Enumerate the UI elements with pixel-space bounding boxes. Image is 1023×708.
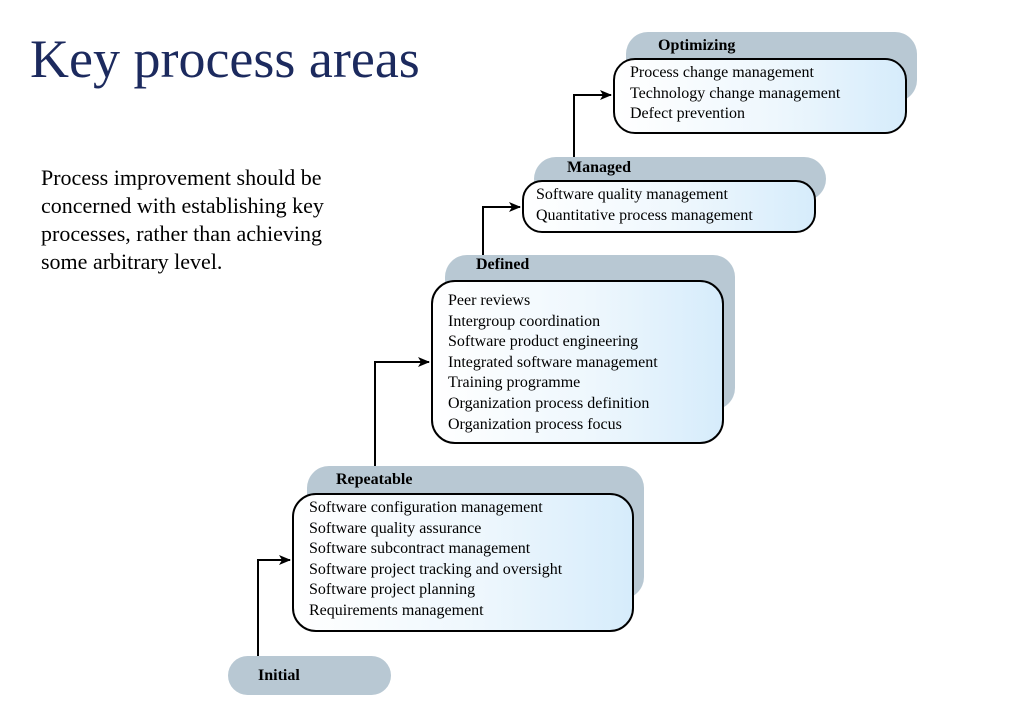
arrow-initial-to-repeatable	[257, 555, 291, 657]
level-managed-box: Software quality management Quantitative…	[522, 180, 816, 233]
kpa-item: Software configuration management	[309, 499, 543, 516]
level-optimizing-box: Process change management Technology cha…	[613, 58, 907, 134]
arrow-defined-to-managed	[482, 202, 521, 255]
kpa-item: Technology change management	[630, 84, 841, 102]
kpa-item: Quantitative process management	[536, 206, 753, 224]
kpa-item: Software subcontract management	[309, 540, 531, 558]
level-repeatable-label: Repeatable	[336, 471, 413, 488]
level-optimizing-label: Optimizing	[658, 37, 736, 54]
kpa-item: Software project tracking and oversight	[309, 560, 563, 578]
kpa-item: Organization process definition	[448, 394, 650, 412]
kpa-item: Organization process focus	[448, 415, 622, 433]
kpa-item: Defect prevention	[630, 105, 746, 123]
arrow-repeatable-to-defined	[374, 357, 430, 466]
level-initial-label: Initial	[258, 667, 300, 684]
kpa-item: Intergroup coordination	[448, 312, 601, 330]
kpa-item: Software quality assurance	[309, 519, 482, 537]
arrow-managed-to-optimizing	[573, 90, 612, 157]
level-initial	[228, 656, 391, 695]
level-repeatable-box: Software configuration management Softwa…	[292, 493, 634, 632]
kpa-item: Software quality management	[536, 186, 728, 203]
intro-text: Process improvement should be concerned …	[41, 165, 324, 274]
kpa-item: Requirements management	[309, 601, 484, 619]
kpa-item: Software project planning	[309, 581, 476, 599]
kpa-item: Integrated software management	[448, 353, 658, 371]
kpa-item: Software product engineering	[448, 333, 639, 351]
level-defined-label: Defined	[476, 256, 530, 273]
page-title: Key process areas	[30, 29, 420, 89]
kpa-item: Training programme	[448, 374, 581, 392]
level-managed-label: Managed	[567, 159, 631, 176]
kpa-item: Peer reviews	[448, 292, 531, 309]
kpa-item: Process change management	[630, 64, 814, 81]
level-defined-box: Peer reviews Intergroup coordination Sof…	[431, 280, 724, 444]
